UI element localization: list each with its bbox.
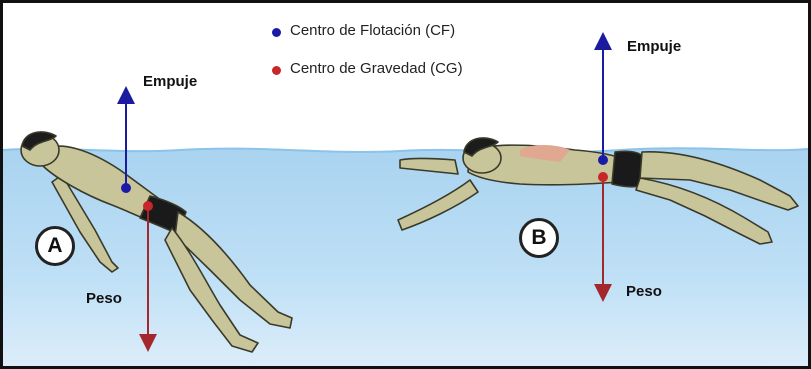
- label-b-peso: Peso: [626, 283, 662, 300]
- cf-point-a: [121, 183, 131, 193]
- panel-label-a: A: [35, 226, 75, 266]
- label-a-peso: Peso: [86, 290, 122, 307]
- legend-dot-cg: [272, 66, 281, 75]
- legend-dot-cf: [272, 28, 281, 37]
- panel-label-b: B: [519, 218, 559, 258]
- cg-point-b: [598, 172, 608, 182]
- legend-label-cf: Centro de Flotación (CF): [290, 22, 455, 39]
- label-a-empuje: Empuje: [143, 73, 197, 90]
- legend-label-cg: Centro de Gravedad (CG): [290, 60, 463, 77]
- cg-point-a: [143, 201, 153, 211]
- cf-point-b: [598, 155, 608, 165]
- label-b-empuje: Empuje: [627, 38, 681, 55]
